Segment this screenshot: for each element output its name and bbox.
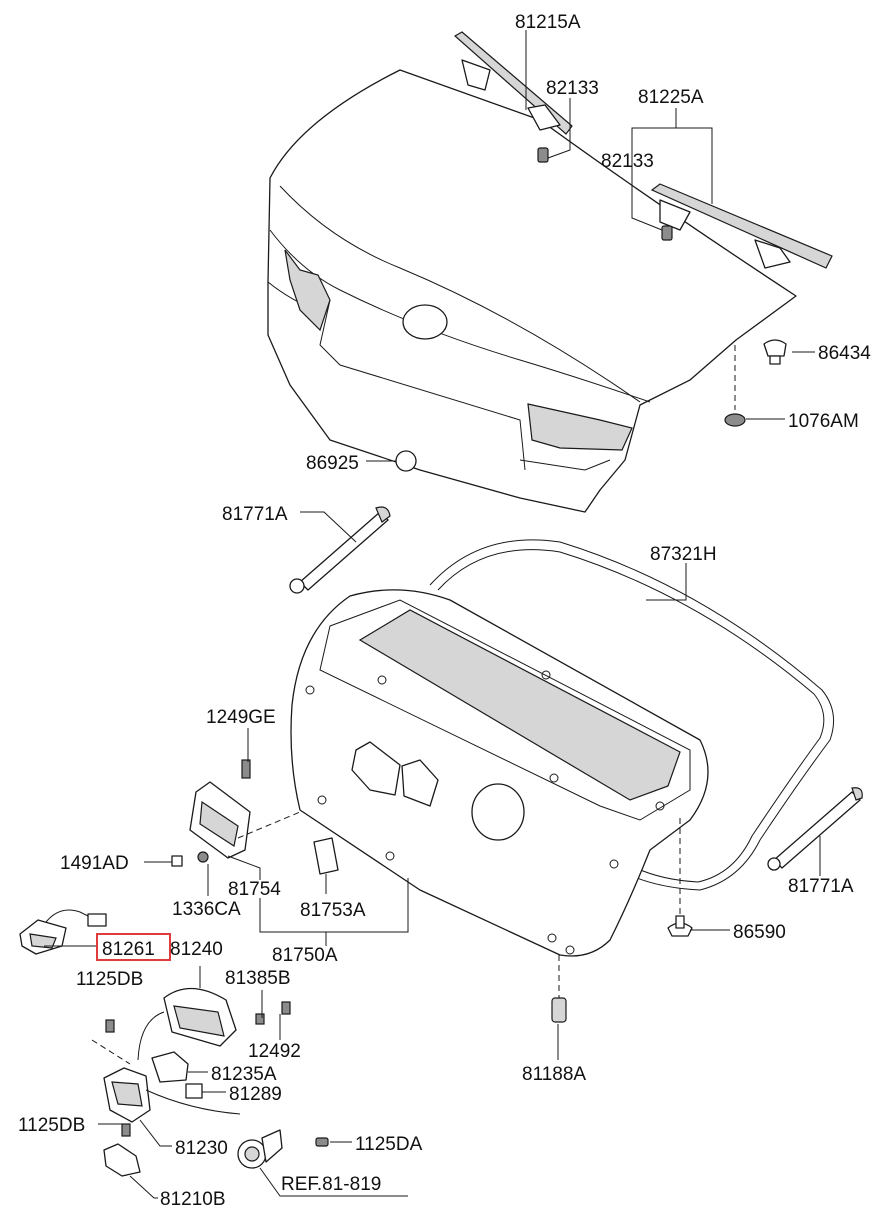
label-82133-right: 82133	[601, 151, 654, 172]
trunk-lid-trim-panel	[290, 589, 709, 957]
leader-lines	[44, 30, 821, 1199]
hinge-81225a	[650, 183, 833, 269]
label-81230: 81230	[175, 1138, 228, 1159]
emblem-mount	[402, 304, 448, 340]
latch-81230	[103, 1019, 241, 1137]
label-1491ad: 1491AD	[60, 853, 129, 874]
label-1125da: 1125DA	[355, 1134, 423, 1155]
label-81210b: 81210B	[160, 1189, 226, 1210]
label-81771a-right: 81771A	[788, 876, 854, 897]
label-81289: 81289	[229, 1084, 282, 1105]
label-81235a: 81235A	[211, 1064, 277, 1085]
label-82133-top: 82133	[546, 78, 599, 99]
label-81754: 81754	[228, 879, 281, 900]
trunk-switch-81261	[19, 909, 107, 955]
bumper-86434	[763, 339, 787, 365]
key-cylinder	[237, 1129, 329, 1169]
label-1076am: 1076AM	[788, 411, 859, 432]
label-81750a: 81750A	[272, 945, 338, 966]
grommet-1076am	[724, 413, 746, 427]
label-ref-81-819: REF.81-819	[281, 1174, 381, 1195]
label-86434: 86434	[818, 343, 871, 364]
gas-strut-left	[289, 506, 391, 594]
handle-bracket	[171, 759, 251, 867]
pad-81289	[185, 1083, 203, 1099]
clip-86590	[667, 915, 693, 937]
label-81261: 81261	[102, 939, 155, 960]
gas-strut-right	[767, 787, 863, 871]
label-12492: 12492	[248, 1041, 301, 1062]
bracket-81235a	[151, 1051, 189, 1083]
label-81188a: 81188A	[522, 1064, 586, 1085]
spring-81188a	[551, 997, 567, 1023]
label-1125db-bottom: 1125DB	[18, 1115, 85, 1136]
highlight-81261	[96, 933, 171, 961]
weatherstrip-87321h	[429, 539, 835, 891]
label-1336ca: 1336CA	[172, 899, 241, 920]
label-81240: 81240	[170, 939, 223, 960]
plug-86925	[395, 450, 417, 472]
label-81215a: 81215A	[515, 12, 581, 33]
label-1249ge: 1249GE	[206, 707, 276, 728]
label-81753a: 81753A	[300, 900, 366, 921]
striker-81210b	[103, 1143, 141, 1177]
actuator-81240	[137, 987, 291, 1061]
part-labels: 81215A 82133 81225A 82133 86434 1076AM 8…	[18, 12, 871, 1210]
label-81771a-left: 81771A	[222, 504, 288, 525]
label-1125db-top: 1125DB	[76, 969, 143, 990]
trunk-lid-shell	[267, 69, 797, 513]
label-87321h: 87321H	[650, 544, 717, 565]
label-81385b: 81385B	[225, 968, 291, 989]
label-81225a: 81225A	[638, 87, 704, 108]
cover-81753a	[313, 837, 339, 875]
hinge-81215a	[453, 31, 573, 163]
label-86925: 86925	[306, 453, 359, 474]
label-86590: 86590	[733, 922, 786, 943]
